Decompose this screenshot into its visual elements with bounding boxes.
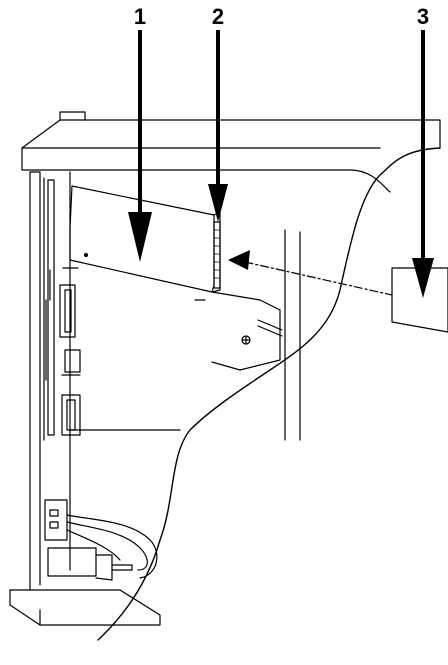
callout-3-arrow <box>412 258 434 298</box>
top-cover <box>22 120 440 148</box>
insertion-arrowhead <box>228 250 250 270</box>
callout-1-label: 1 <box>125 4 155 30</box>
callout-2-arrow <box>208 184 228 222</box>
base-tray <box>10 590 160 625</box>
left-side-frame <box>30 172 40 590</box>
callout-1-arrow <box>128 212 152 262</box>
callout-3-label: 3 <box>408 4 438 30</box>
top-cover-front <box>22 148 390 192</box>
callout-2-label: 2 <box>203 4 233 30</box>
insertion-path-line <box>245 262 392 295</box>
